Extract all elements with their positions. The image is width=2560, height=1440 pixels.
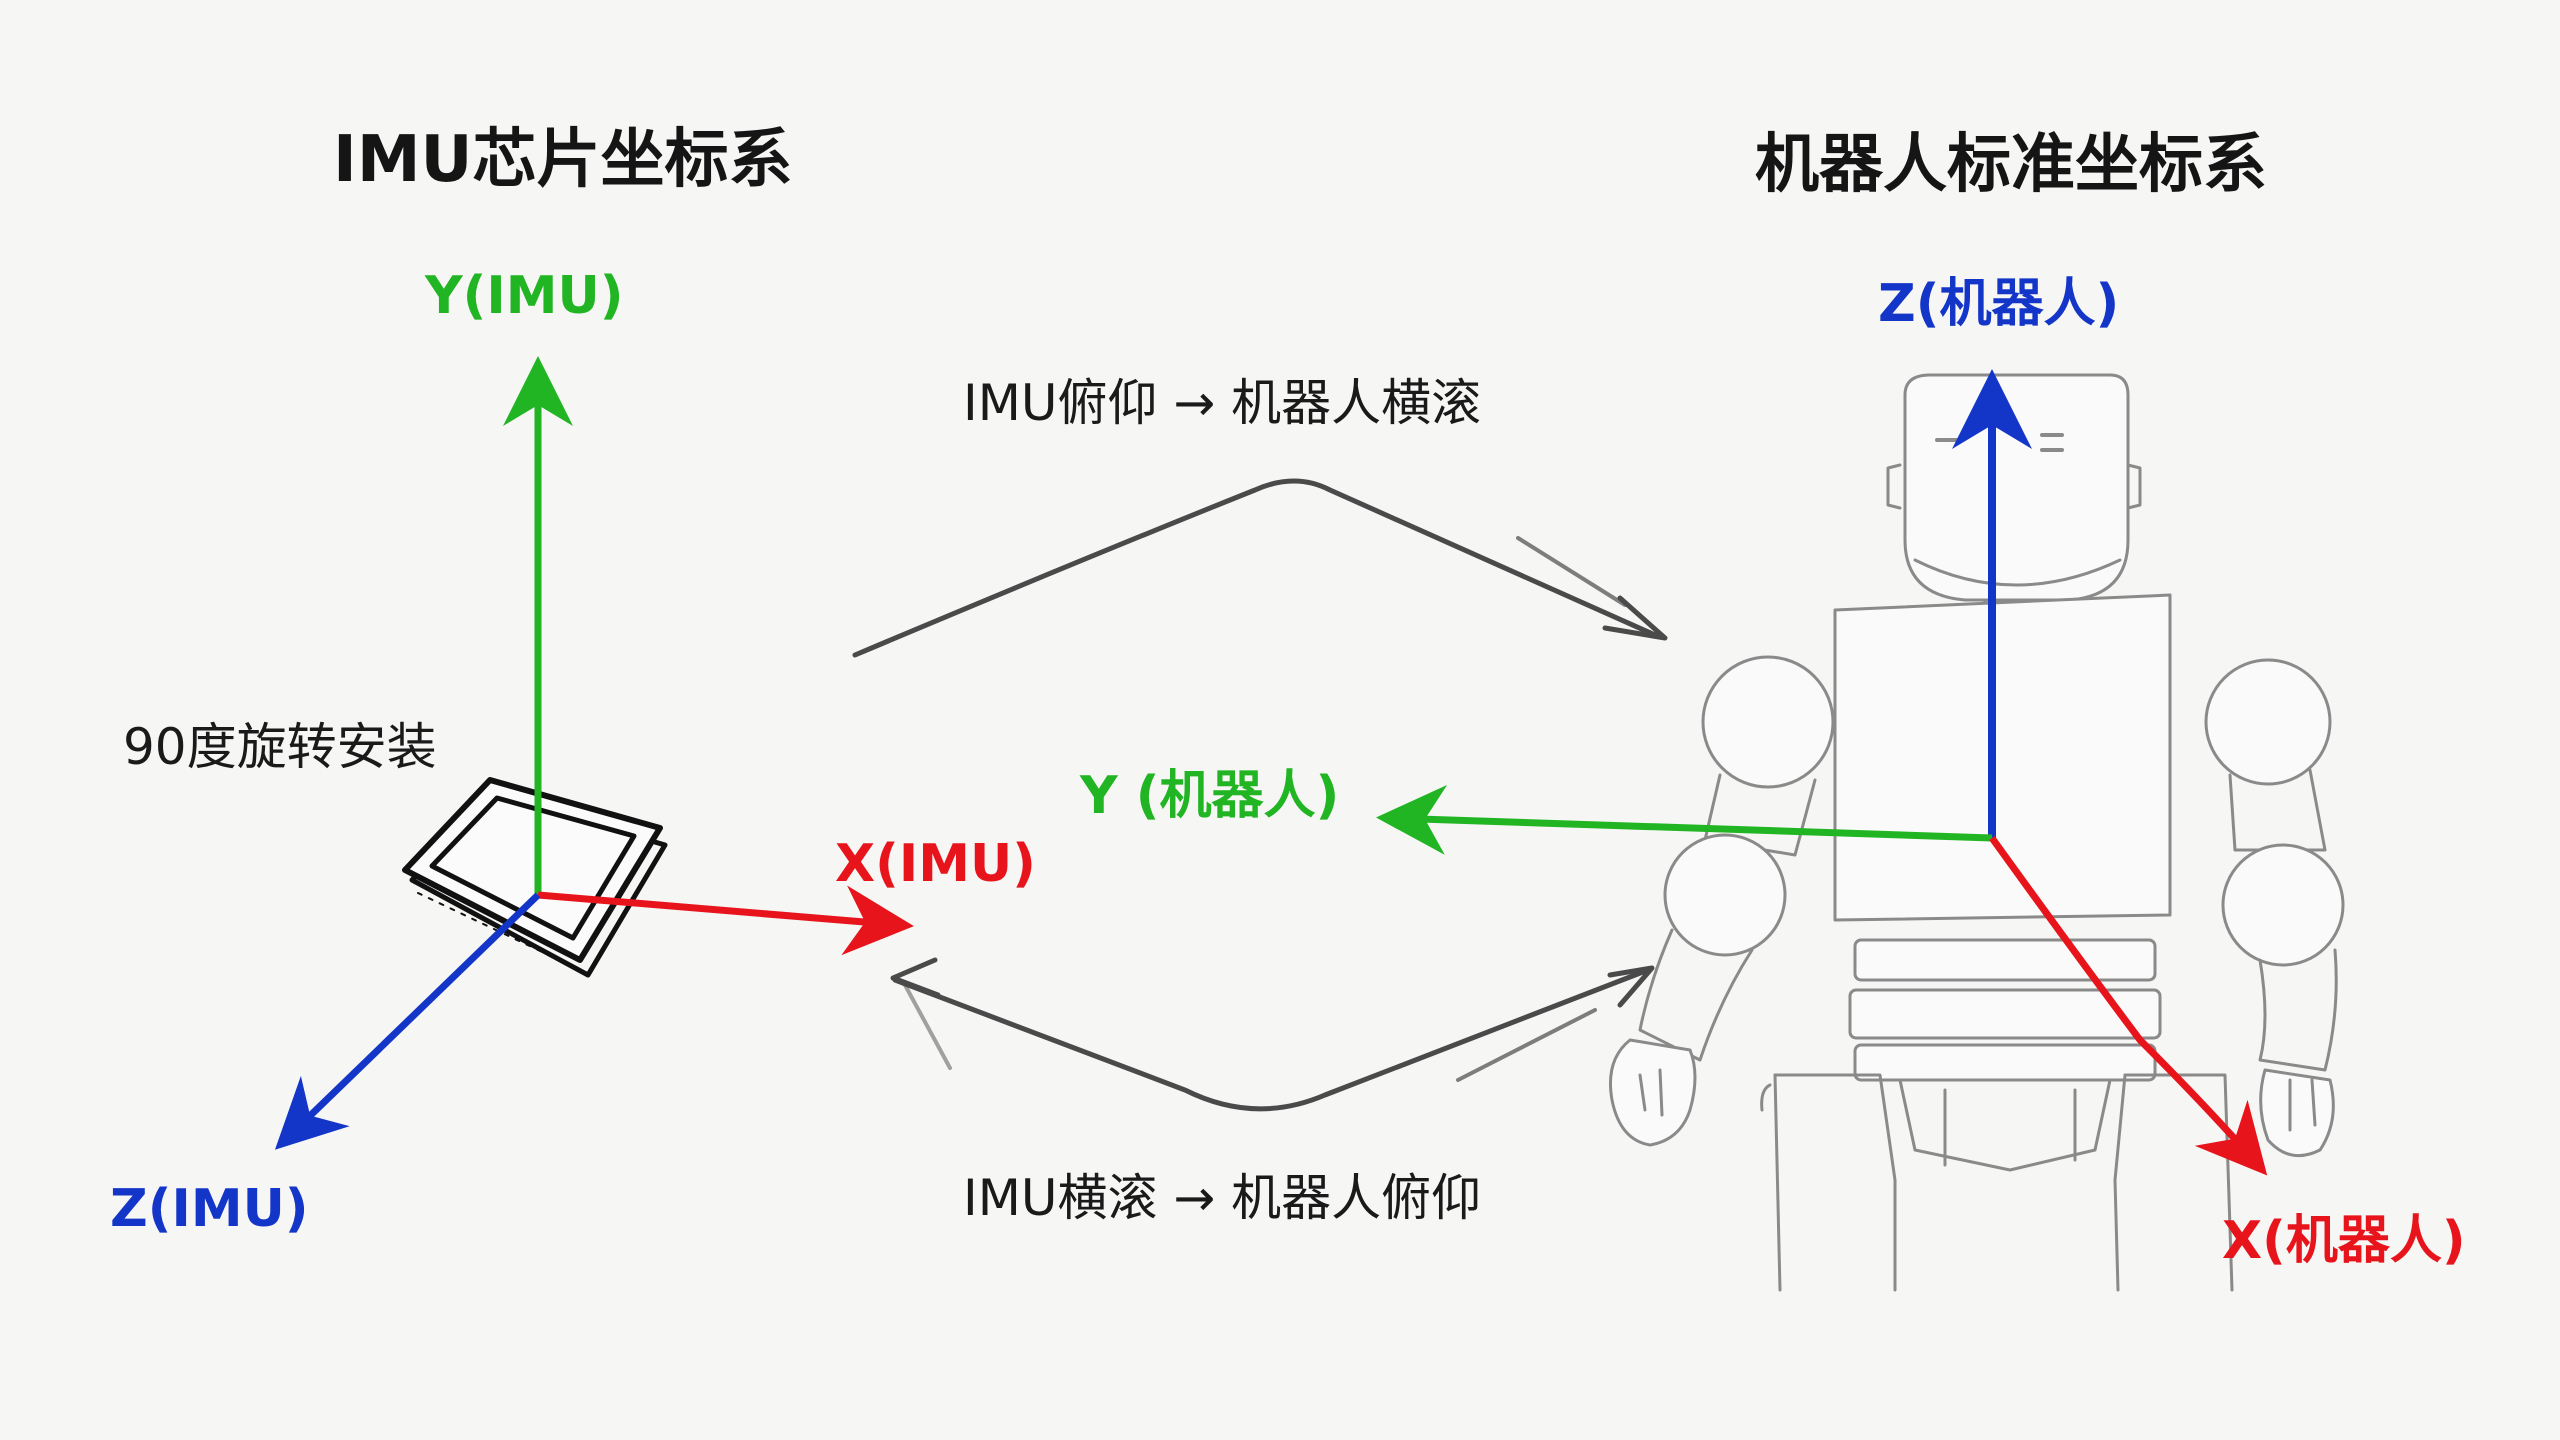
mount-note: 90度旋转安装 [123, 718, 437, 776]
imu-z-axis-label: Z(IMU) [110, 1179, 309, 1239]
roll-to-pitch-note: IMU横滚 → 机器人俯仰 [963, 1169, 1482, 1227]
mapping-arrows [852, 478, 1668, 1112]
robot-y-axis-label: Y (机器人) [1080, 766, 1340, 826]
imu-y-axis-label: Y(IMU) [425, 266, 624, 326]
robot-frame-title: 机器人标准坐标系 [1755, 128, 2267, 202]
imu-frame-title: IMU芯片坐标系 [333, 123, 793, 197]
roll-to-pitch-curve [892, 967, 1651, 1112]
imu-x-axis-arrow [537, 885, 914, 956]
robot-x-axis-label: X(机器人) [2222, 1211, 2466, 1271]
pitch-to-roll-note: IMU俯仰 → 机器人横滚 [963, 374, 1482, 432]
robot-y-axis-arrow [1376, 784, 1993, 855]
pitch-to-roll-curve [852, 478, 1658, 658]
robot-z-axis-label: Z(机器人) [1878, 274, 2120, 334]
imu-z-axis-arrow [274, 892, 541, 1150]
imu-x-axis-label: X(IMU) [835, 834, 1036, 894]
robot-sketch [1608, 373, 2345, 1292]
robot-x-axis-arrow [1989, 835, 2268, 1176]
